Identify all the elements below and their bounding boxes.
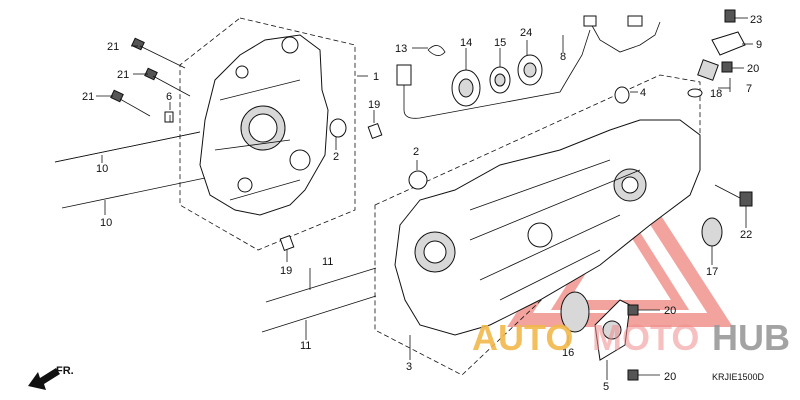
oil-seal-16 [560,291,590,333]
watermark-moto: MOTO [592,317,699,358]
bolt-21-low [110,89,151,117]
clip-13 [427,45,446,56]
dowel-19-upper [367,123,383,139]
right-crankcase-bore-2-inner [621,176,639,194]
watermark-auto: AUTO [472,317,573,358]
left-crankcase-boss-top [281,36,299,54]
leader-lines [96,17,753,380]
bracket-9 [711,31,746,56]
sensor-wire [403,29,591,119]
bearing-15 [489,66,511,94]
callout-14: 14 [460,37,472,49]
harness-connector-b [627,15,643,27]
callout-16: 16 [562,347,574,359]
bolt-20-top [721,61,733,73]
callout-8: 8 [560,51,566,63]
callout-24: 24 [520,27,532,39]
bolt-20-low [627,369,639,381]
callout-19-upper: 19 [368,99,380,111]
callout-6: 6 [166,91,172,103]
left-crankcase-boss-bottom [237,177,253,193]
harness-connector-a [583,15,597,27]
callout-20-mid: 20 [664,305,676,317]
diagram-code: KRJIE1500D [712,372,765,382]
callout-22: 22 [740,229,752,241]
callout-15: 15 [494,37,506,49]
front-arrow: FR. [28,365,74,390]
dowel-19-lower [279,235,295,251]
callout-2-lower: 2 [413,146,419,158]
stud-10-lower [61,177,206,209]
left-crankcase-bore-inner [248,113,278,143]
right-crankcase-bore-1-inner [423,240,447,264]
callout-20-low: 20 [664,371,676,383]
sensor-7 [697,59,719,81]
callout-3: 3 [406,361,412,373]
callout-21-mid: 21 [117,69,129,81]
bolt-20-mid [627,304,639,316]
callout-11-upper: 11 [322,256,333,268]
callout-2-upper: 2 [333,151,339,163]
bolt-22 [714,184,753,207]
callout-7: 7 [746,83,752,95]
callout-9: 9 [756,39,762,51]
o-ring-18 [687,88,703,98]
oil-seal-24 [517,54,543,86]
bushing-2-lower [408,170,428,190]
bolt-21-mid [144,67,191,97]
left-crankcase-group [179,17,356,251]
callouts: 1 2 2 3 4 5 6 7 8 9 10 10 11 11 13 14 15… [82,14,762,393]
dowel-pin-6 [164,111,174,123]
bushing-2-upper [329,118,347,138]
watermark-text: AUTO MOTO HUB [472,317,790,358]
callout-21-top: 21 [107,41,119,53]
right-crankcase-group [374,74,701,376]
left-crankcase-boss-left [235,65,249,79]
left-crankcase-ribs [214,79,301,201]
callout-20-top: 20 [747,63,759,75]
right-crankcase-bore-3 [527,222,553,248]
oil-seal-17 [701,217,723,247]
dashed-box-right [374,74,701,376]
callout-10-lower: 10 [100,217,112,229]
sensor-connector [396,64,412,86]
front-arrow-icon [28,368,60,390]
callout-1: 1 [373,71,379,83]
callout-5: 5 [603,381,609,393]
callout-18: 18 [710,88,722,100]
callout-13: 13 [395,43,407,55]
callout-23: 23 [750,14,762,26]
bolt-21-top [131,37,186,69]
stud-10-upper [54,131,201,163]
dashed-box-left [179,17,356,251]
callout-4: 4 [640,87,646,99]
callout-19-lower: 19 [280,265,292,277]
stud-11-lower [261,295,377,333]
bearing-14 [451,69,481,107]
bolt-23 [724,9,736,23]
stud-11-upper [265,267,377,303]
callout-21-low: 21 [82,91,94,103]
right-crankcase-ribs [469,159,641,301]
callout-17: 17 [706,266,718,278]
plate-5-hole [602,320,622,340]
callout-10-upper: 10 [96,163,108,175]
harness-8 [589,21,661,53]
watermark-hub: HUB [712,317,790,358]
dowel-4 [614,86,630,104]
front-label: FR. [56,365,74,377]
left-crankcase-boss-right [289,149,311,171]
callout-11-lower: 11 [300,340,311,352]
